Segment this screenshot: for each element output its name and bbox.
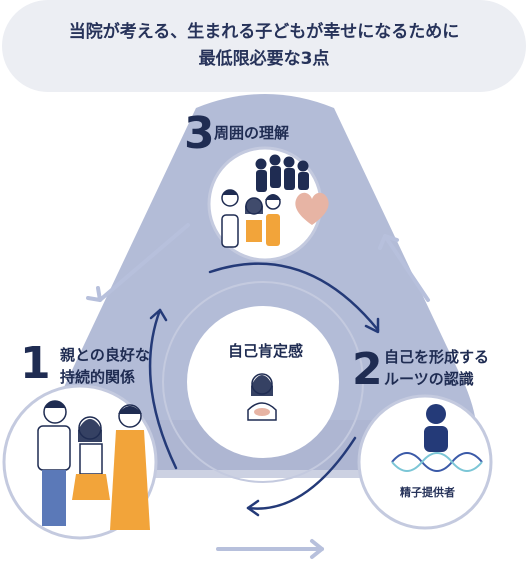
- cycle-arrow-bottom: [246, 436, 357, 510]
- cycle-arrow-left-head: [149, 308, 168, 322]
- point-1-label: 親との良好な 持続的関係: [60, 346, 150, 386]
- heart-icon: [295, 192, 329, 225]
- cycle-arrow-top: [208, 262, 380, 332]
- point-3-label: 周囲の理解: [214, 124, 290, 142]
- cycle-arrow-left: [148, 308, 178, 470]
- point-3-number: 3: [184, 108, 215, 159]
- point-1-number: 1: [20, 338, 51, 389]
- outer-arrow-left: [98, 223, 190, 302]
- cycle-arrows: [148, 262, 380, 517]
- outer-arrow-left-head: [86, 286, 102, 302]
- family-icon-node-1: [37, 400, 150, 530]
- outer-arrow-right: [383, 234, 430, 302]
- people-crowd-icon: [255, 154, 309, 192]
- header-line-2: 最低限必要な3点: [198, 49, 330, 69]
- cycle-arrow-bottom-head: [246, 499, 260, 517]
- point-2-number: 2: [352, 344, 383, 395]
- node-circle-2: [357, 394, 493, 530]
- dna-icon: [391, 452, 483, 472]
- center-label: 自己肯定感: [228, 342, 304, 360]
- center-ring: [162, 281, 364, 483]
- outer-arrow-right-head: [378, 234, 399, 250]
- point-2-label: 自己を形成する ルーツの認識: [384, 348, 490, 388]
- child-icon: [247, 373, 277, 421]
- donor-silhouette-icon: [424, 404, 448, 452]
- header-line-1: 当院が考える、生まれる子どもが幸せになるために: [68, 22, 460, 42]
- outer-arrow-bottom-head: [310, 539, 324, 559]
- outer-arrows: [86, 223, 430, 559]
- header-banner: 当院が考える、生まれる子どもが幸せになるために 最低限必要な3点: [2, 0, 526, 92]
- cycle-arrow-top-head: [364, 317, 380, 334]
- donor-label: 精子提供者: [400, 486, 455, 499]
- family-icon-node-3: [221, 189, 281, 248]
